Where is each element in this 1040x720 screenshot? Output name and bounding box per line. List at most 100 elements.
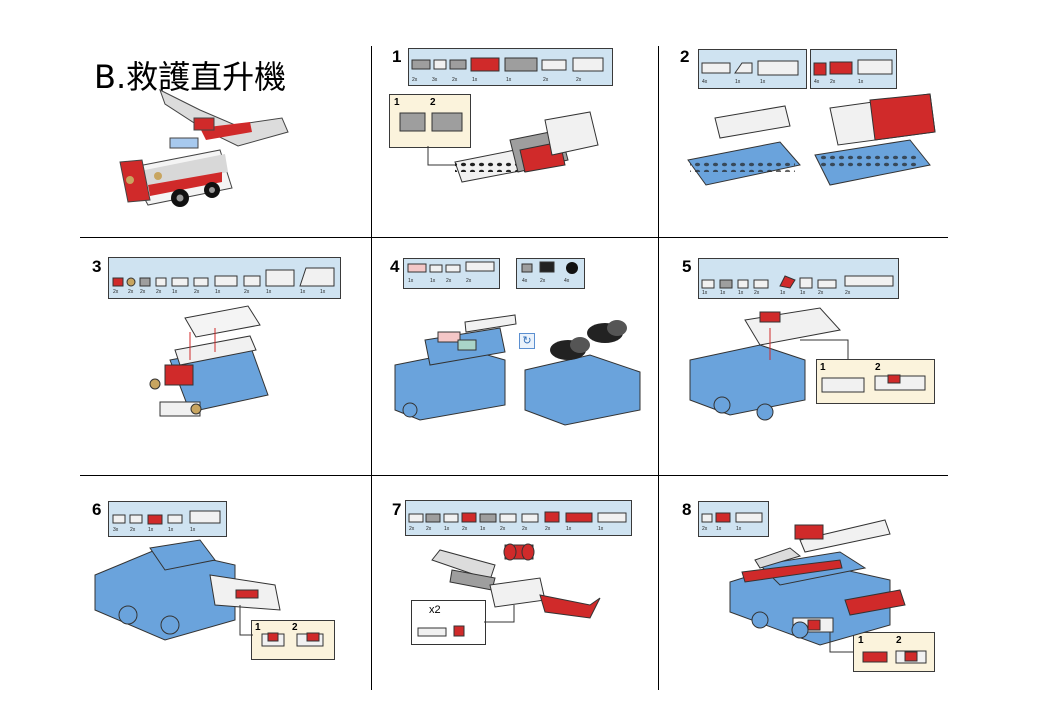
step-number: 6 xyxy=(92,500,102,519)
sub-step-number: 1 xyxy=(820,362,826,373)
sub-step-number: 2 xyxy=(875,362,881,373)
part-quantity: 3x xyxy=(432,77,438,83)
part-quantity: 1x xyxy=(702,290,708,296)
part-quantity: 2x xyxy=(543,77,549,83)
step-number: 3 xyxy=(92,257,102,276)
part-quantity: 2x xyxy=(540,278,546,284)
part-quantity: 2x xyxy=(409,526,415,532)
part-quantity: 1x xyxy=(168,527,174,533)
part-quantity: 2x xyxy=(576,77,582,83)
part-quantity: 2x xyxy=(156,289,162,295)
step8-assembly-illustration xyxy=(729,519,927,664)
part-quantity: 1x xyxy=(472,77,478,83)
part-quantity: 2x xyxy=(545,526,551,532)
sub-step-number: 1 xyxy=(255,622,261,633)
step-number: 1 xyxy=(392,47,402,66)
part-quantity: 4x xyxy=(564,278,570,284)
step6-parts-icons xyxy=(112,510,221,525)
part-quantity: 1x xyxy=(148,527,154,533)
part-quantity: 2x xyxy=(113,289,119,295)
part-quantity: 1x xyxy=(720,290,726,296)
divider-vertical-1 xyxy=(371,46,372,690)
part-quantity: 1x xyxy=(300,289,306,295)
part-quantity: 2x xyxy=(412,77,418,83)
step3-assembly-illustration xyxy=(149,305,269,417)
sub-step-number: 1 xyxy=(858,635,864,646)
part-quantity: 4x xyxy=(522,278,528,284)
part-quantity: 2x xyxy=(426,526,432,532)
sub-step-number: 2 xyxy=(430,97,436,108)
multiplier-label: x2 xyxy=(429,604,441,616)
step4-parts-icons xyxy=(407,261,578,274)
parts-list xyxy=(405,500,632,536)
sub-step-number: 2 xyxy=(896,635,902,646)
part-quantity: 2x xyxy=(754,290,760,296)
step6-assembly-illustration xyxy=(94,539,324,647)
part-quantity: 1x xyxy=(320,289,326,295)
multiplier-box: x2 xyxy=(411,600,486,645)
step-number: 4 xyxy=(390,257,400,276)
step7-parts-icons xyxy=(408,511,627,523)
part-quantity: 1x xyxy=(506,77,512,83)
part-quantity: 2x xyxy=(462,526,468,532)
part-quantity: 2x xyxy=(845,290,851,296)
part-quantity: 1x xyxy=(266,289,272,295)
step1-parts-icons xyxy=(411,57,604,72)
part-quantity: 2x xyxy=(128,289,134,295)
step8-parts-icons xyxy=(701,512,763,523)
part-quantity: 4x xyxy=(814,79,820,85)
part-quantity: 1x xyxy=(566,526,572,532)
part-quantity: 1x xyxy=(780,290,786,296)
step2-assembly-illustration xyxy=(687,93,936,186)
part-quantity: 1x xyxy=(735,79,741,85)
part-quantity: 4x xyxy=(702,79,708,85)
part-quantity: 2x xyxy=(130,527,136,533)
step4-assembly-illustration xyxy=(394,314,641,426)
step5-assembly-illustration xyxy=(689,307,926,421)
part-quantity: 1x xyxy=(738,290,744,296)
part-quantity: 1x xyxy=(716,526,722,532)
part-quantity: 1x xyxy=(408,278,414,284)
part-quantity: 1x xyxy=(598,526,604,532)
sub-step-number: 2 xyxy=(292,622,298,633)
part-quantity: 2x xyxy=(500,526,506,532)
part-quantity: 2x xyxy=(446,278,452,284)
part-quantity: 2x xyxy=(194,289,200,295)
part-quantity: 2x xyxy=(818,290,824,296)
part-quantity: 1x xyxy=(215,289,221,295)
rotate-icon: ↻ xyxy=(519,333,535,349)
step-number: 7 xyxy=(392,500,402,519)
divider-vertical-2 xyxy=(658,46,659,690)
step3-parts-icons xyxy=(112,267,335,287)
part-quantity: 2x xyxy=(466,278,472,284)
divider-horizontal-2 xyxy=(80,475,948,476)
part-quantity: 1x xyxy=(444,526,450,532)
step5-parts-icons xyxy=(701,275,894,289)
divider-horizontal-1 xyxy=(80,237,948,238)
part-quantity: 2x xyxy=(452,77,458,83)
page-title: B.救護直升機 xyxy=(94,58,287,96)
part-quantity: 3x xyxy=(113,527,119,533)
part-quantity: 1x xyxy=(800,290,806,296)
part-quantity: 1x xyxy=(858,79,864,85)
part-quantity: 1x xyxy=(190,527,196,533)
step1-assembly-illustration xyxy=(399,111,599,183)
part-quantity: 2x xyxy=(140,289,146,295)
step7-assembly-illustration xyxy=(417,543,601,637)
step-number: 8 xyxy=(682,500,692,519)
part-quantity: 1x xyxy=(172,289,178,295)
step-number: 5 xyxy=(682,257,692,276)
part-quantity: 2x xyxy=(522,526,528,532)
part-quantity: 1x xyxy=(760,79,766,85)
part-quantity: 2x xyxy=(702,526,708,532)
step-number: 2 xyxy=(680,47,690,66)
part-quantity: 1x xyxy=(430,278,436,284)
step2-parts-icons xyxy=(701,59,893,76)
part-quantity: 1x xyxy=(480,526,486,532)
part-quantity: 1x xyxy=(736,526,742,532)
sub-step-number: 1 xyxy=(394,97,400,108)
part-quantity: 2x xyxy=(830,79,836,85)
cover-model-illustration xyxy=(119,88,289,207)
